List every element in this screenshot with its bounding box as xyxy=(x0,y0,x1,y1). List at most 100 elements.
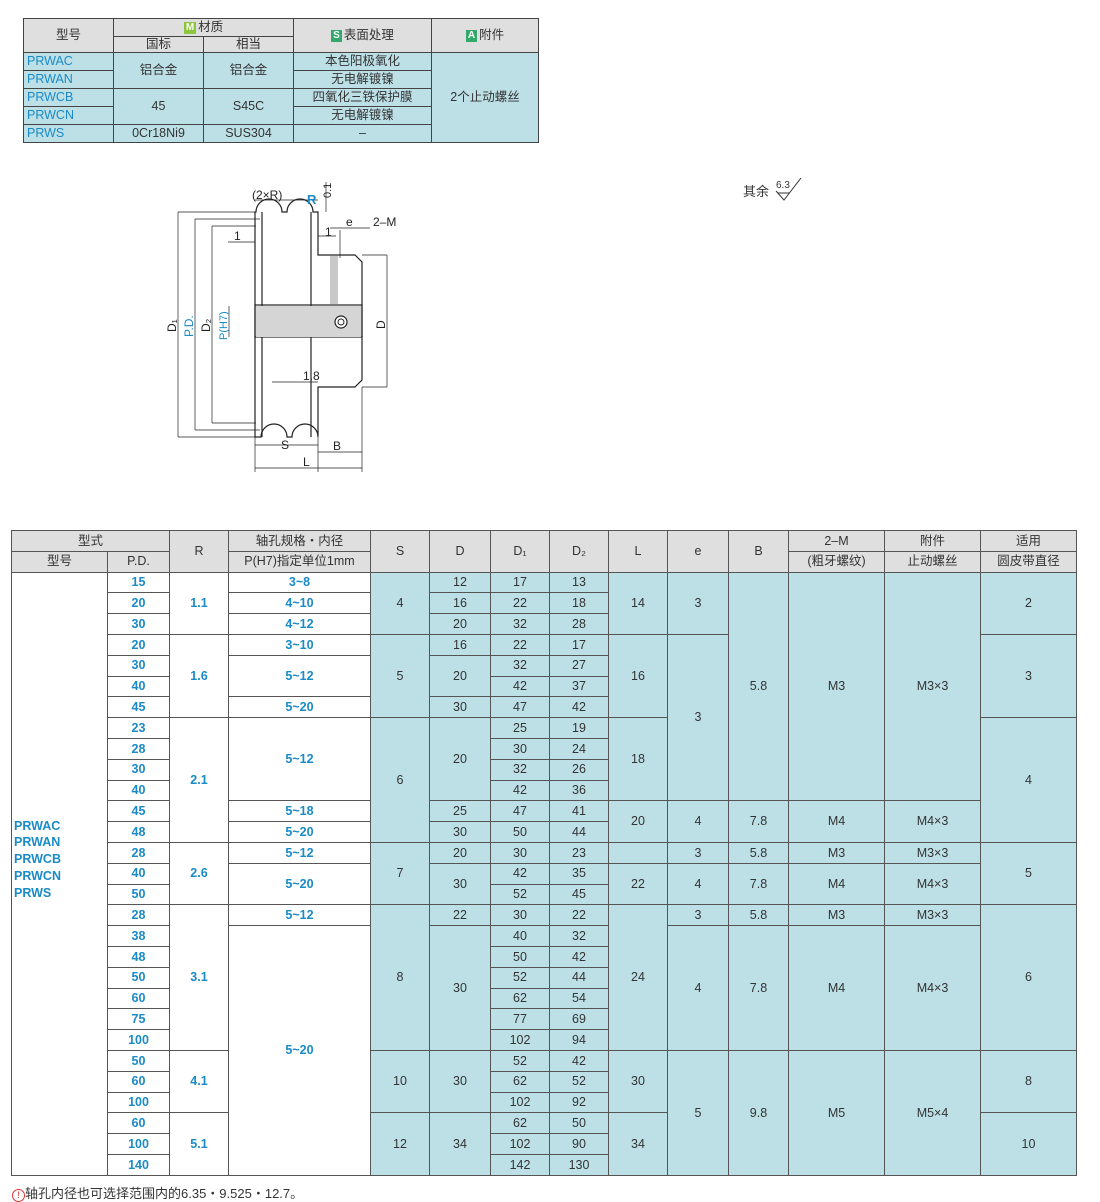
spec-pd: 100 xyxy=(107,1091,170,1114)
spec-acc: M4×3 xyxy=(884,925,981,1051)
spec-s: 12 xyxy=(370,1112,430,1176)
spec-pd: 20 xyxy=(107,633,170,656)
spec-d2: 36 xyxy=(549,779,609,802)
spec-d1: 42 xyxy=(490,779,550,802)
info-icon: ! xyxy=(12,1189,25,1202)
hdr-axis-sub: P(H7)指定单位1mm xyxy=(228,550,371,573)
roughness-prefix: 其余 xyxy=(743,184,770,199)
spec-pd: 60 xyxy=(107,1070,170,1093)
spec-axis: 5~18 xyxy=(228,800,371,823)
spec-r: 3.1 xyxy=(169,904,229,1051)
spec-d2: 42 xyxy=(549,1049,609,1072)
dim-2m: 2–M xyxy=(373,215,396,229)
spec-axis: 5~20 xyxy=(228,696,371,719)
mat-surface: 本色阳极氧化 xyxy=(293,52,432,71)
spec-d1: 62 xyxy=(490,987,550,1010)
dim-b: B xyxy=(333,439,341,453)
spec-r: 4.1 xyxy=(169,1049,229,1114)
spec-d1: 32 xyxy=(490,654,550,677)
mat-model: PRWCN xyxy=(23,106,114,125)
spec-model: PRWAN xyxy=(14,835,61,850)
spec-b: 9.8 xyxy=(728,1049,789,1176)
spec-d: 30 xyxy=(429,821,491,843)
mat-accessory: 2个止动螺丝 xyxy=(431,52,539,143)
mat-header-national: 国标 xyxy=(113,36,204,53)
dim-pd: P.D. xyxy=(182,315,196,337)
spec-e: 4 xyxy=(667,800,729,843)
spec-e: 3 xyxy=(667,571,729,635)
spec-d2: 90 xyxy=(549,1133,609,1155)
spec-table: 型式 R 轴孔规格・内径 S D D₁ D₂ L e B 2–M 附件 适用 型… xyxy=(11,530,1077,1176)
dim-2xr: (2×R) xyxy=(252,188,282,202)
hdr-pd: P.D. xyxy=(107,550,170,573)
spec-d2: 42 xyxy=(549,696,609,719)
spec-e: 3 xyxy=(667,904,729,927)
spec-d1: 42 xyxy=(490,862,550,885)
spec-d: 30 xyxy=(429,1049,491,1114)
spec-d2: 35 xyxy=(549,862,609,885)
hdr-e: e xyxy=(667,530,729,573)
spec-s: 10 xyxy=(370,1049,430,1114)
spec-pd: 28 xyxy=(107,904,170,927)
dim-1-right: 1 xyxy=(325,225,332,239)
spec-e: 4 xyxy=(667,862,729,906)
spec-d: 16 xyxy=(429,633,491,656)
spec-e: 5 xyxy=(667,1049,729,1176)
spec-b: 7.8 xyxy=(728,800,789,843)
spec-d1: 40 xyxy=(490,925,550,947)
roughness-symbol-icon: 6.3 xyxy=(775,177,802,201)
spec-b: 7.8 xyxy=(728,925,789,1051)
spec-axis: 4~10 xyxy=(228,592,371,615)
spec-pd: 60 xyxy=(107,987,170,1010)
spec-d2: 26 xyxy=(549,758,609,781)
hdr-m: 2–M xyxy=(788,530,885,552)
hdr-type: 型式 xyxy=(11,530,170,552)
hdr-belt-sub: 圆皮带直径 xyxy=(980,550,1077,573)
spec-d2: 27 xyxy=(549,654,609,677)
spec-d2: 18 xyxy=(549,592,609,615)
spec-d1: 52 xyxy=(490,883,550,906)
dim-01: 0.1 xyxy=(322,183,334,198)
spec-pd: 45 xyxy=(107,696,170,719)
spec-r: 2.6 xyxy=(169,841,229,906)
mat-equivalent: 铝合金 xyxy=(203,52,294,89)
spec-d: 12 xyxy=(429,571,491,594)
spec-d1: 30 xyxy=(490,841,550,864)
spec-d2: 17 xyxy=(549,633,609,656)
spec-belt: 2 xyxy=(980,571,1077,635)
spec-pd: 28 xyxy=(107,737,170,760)
spec-d1: 32 xyxy=(490,758,550,781)
hdr-model: 型号 xyxy=(11,550,108,573)
spec-model: PRWCN xyxy=(14,869,61,884)
dim-s: S xyxy=(281,438,289,452)
spec-d2: 44 xyxy=(549,821,609,843)
spec-axis: 5~20 xyxy=(228,821,371,843)
spec-d2: 13 xyxy=(549,571,609,594)
mat-national: 铝合金 xyxy=(113,52,204,89)
spec-d1: 52 xyxy=(490,966,550,989)
hdr-belt: 适用 xyxy=(980,530,1077,552)
spec-l: 22 xyxy=(608,862,668,906)
spec-pd: 23 xyxy=(107,717,170,739)
spec-d: 16 xyxy=(429,592,491,615)
spec-d2: 28 xyxy=(549,613,609,635)
spec-d2: 52 xyxy=(549,1070,609,1093)
spec-axis: 5~12 xyxy=(228,654,371,698)
spec-d2: 22 xyxy=(549,904,609,927)
spec-axis: 3~10 xyxy=(228,633,371,656)
spec-belt: 5 xyxy=(980,841,1077,906)
spec-pd: 30 xyxy=(107,758,170,781)
footnote-text: 轴孔内径也可选择范围内的6.35・9.525・12.7。 xyxy=(25,1186,304,1201)
spec-d2: 54 xyxy=(549,987,609,1010)
mat-surface: 四氧化三铁保护膜 xyxy=(293,88,432,107)
spec-m: M3 xyxy=(788,571,885,802)
hdr-acc: 附件 xyxy=(884,530,981,552)
spec-r: 1.6 xyxy=(169,633,229,719)
spec-l: 16 xyxy=(608,633,668,719)
mat-model: PRWCB xyxy=(23,88,114,107)
spec-e: 3 xyxy=(667,633,729,802)
spec-model: PRWAC xyxy=(14,818,61,833)
spec-d: 20 xyxy=(429,613,491,635)
spec-pd: 30 xyxy=(107,654,170,677)
